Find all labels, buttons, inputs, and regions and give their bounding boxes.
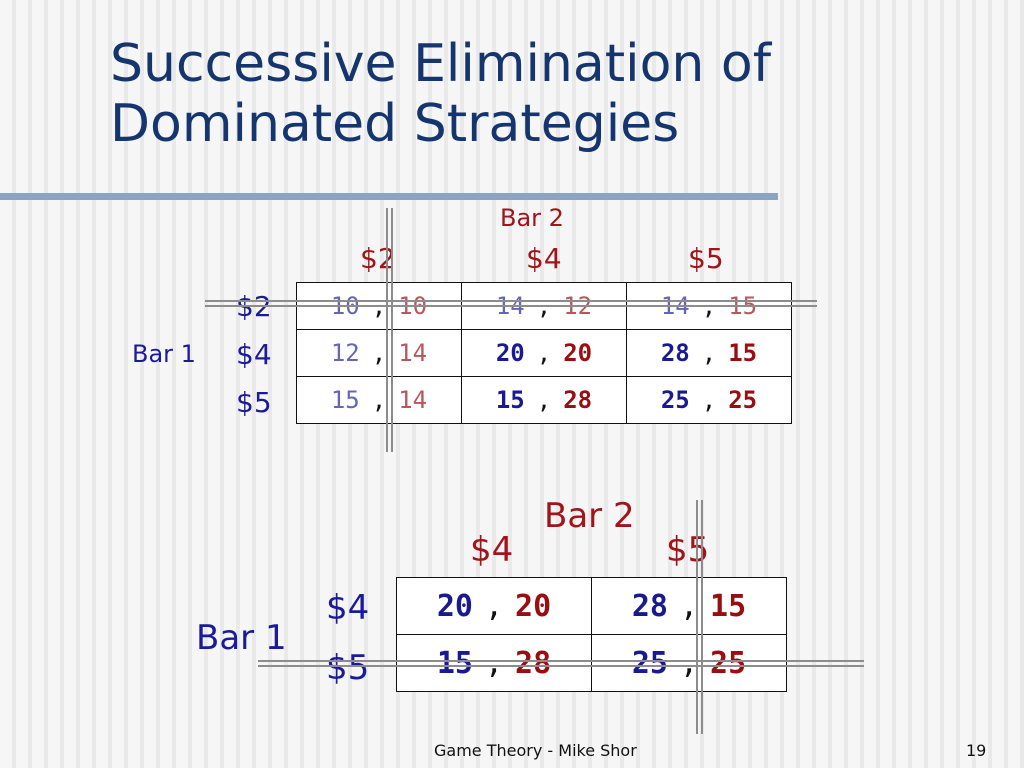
strike-col-5-line [696, 500, 698, 734]
payoff-cell: 20,20 [396, 577, 592, 635]
strike-row-2-line [205, 300, 817, 302]
strike-col-2-line [386, 208, 388, 452]
matrix1-row-2: 10,10 14,12 14,15 [296, 282, 792, 330]
payoff-cell: 12,14 [296, 329, 462, 377]
matrix1-row-4: 12,14 20,20 28,15 [296, 329, 792, 377]
page-number: 19 [966, 741, 987, 760]
matrix2-row-label-5: $5 [326, 648, 370, 688]
slide-footer: Game Theory - Mike Shor [434, 741, 637, 760]
payoff-matrix-full: 10,10 14,12 14,15 12,14 20,20 28,15 15,1… [296, 282, 792, 424]
matrix1-col-player-label: Bar 2 [500, 204, 564, 232]
payoff-cell: 20,20 [461, 329, 627, 377]
matrix2-row-4: 20,20 28,15 [396, 577, 787, 635]
matrix2-col-player-label: Bar 2 [544, 496, 635, 536]
payoff-cell: 15,14 [296, 376, 462, 424]
strike-row-5-line [258, 660, 864, 662]
payoff-cell: 14,12 [461, 282, 627, 330]
matrix2-row-label-4: $4 [326, 588, 370, 628]
matrix1-row-label-2: $2 [236, 290, 272, 323]
matrix2-col-label-4: $4 [470, 530, 514, 570]
matrix2-row-5: 15,28 25,25 [396, 634, 787, 692]
payoff-cell: 14,15 [626, 282, 792, 330]
matrix2-col-label-5: $5 [666, 530, 710, 570]
matrix1-col-label-4: $4 [526, 242, 562, 275]
matrix1-row-player-label: Bar 1 [132, 340, 196, 368]
title-underline [0, 193, 778, 200]
slide-title-line-1: Successive Elimination of [110, 34, 771, 94]
payoff-matrix-reduced: 20,20 28,15 15,28 25,25 [396, 577, 787, 692]
payoff-cell: 15,28 [461, 376, 627, 424]
matrix1-row-label-4: $4 [236, 338, 272, 371]
slide-title-line-2: Dominated Strategies [110, 94, 680, 154]
payoff-cell: 28,15 [591, 577, 787, 635]
payoff-cell: 25,25 [626, 376, 792, 424]
payoff-cell: 28,15 [626, 329, 792, 377]
payoff-cell: 25,25 [591, 634, 787, 692]
matrix1-col-label-5: $5 [688, 242, 724, 275]
matrix1-row-label-5: $5 [236, 386, 272, 419]
matrix1-row-5: 15,14 15,28 25,25 [296, 376, 792, 424]
matrix1-col-label-2: $2 [360, 242, 396, 275]
slide-title: Successive Elimination of Dominated Stra… [110, 34, 771, 154]
payoff-cell: 10,10 [296, 282, 462, 330]
payoff-cell: 15,28 [396, 634, 592, 692]
matrix2-row-player-label: Bar 1 [196, 618, 287, 658]
